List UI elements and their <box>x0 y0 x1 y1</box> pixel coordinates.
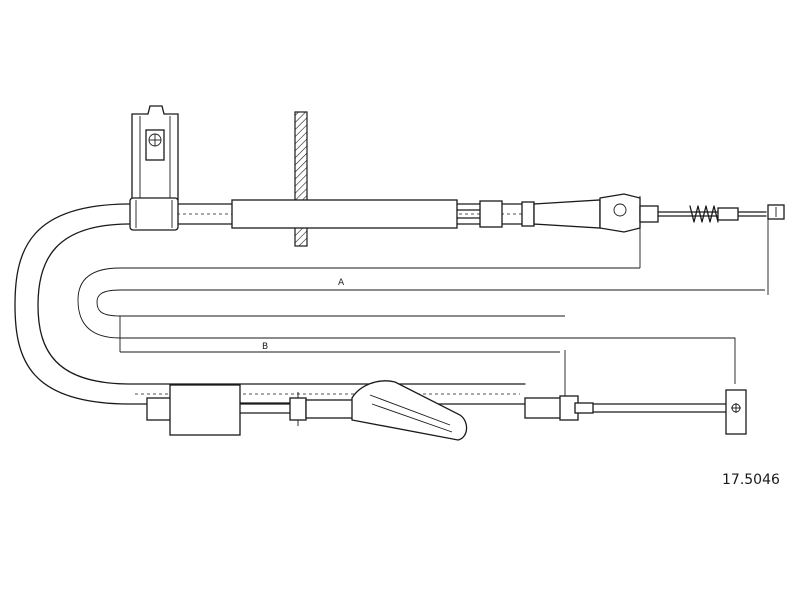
upper-fittings <box>231 193 659 233</box>
dimension-b-label: B <box>262 342 268 352</box>
dimension-a-label: A <box>338 278 345 288</box>
dimension-loop <box>77 196 769 400</box>
cable-sheath <box>14 203 641 405</box>
guide-bracket <box>351 380 468 441</box>
part-number: 17.5046 <box>722 472 780 488</box>
mounting-bracket <box>129 105 179 231</box>
lower-end-fitting <box>524 389 747 435</box>
lower-fittings <box>146 384 359 436</box>
upper-end-fitting <box>657 204 785 223</box>
